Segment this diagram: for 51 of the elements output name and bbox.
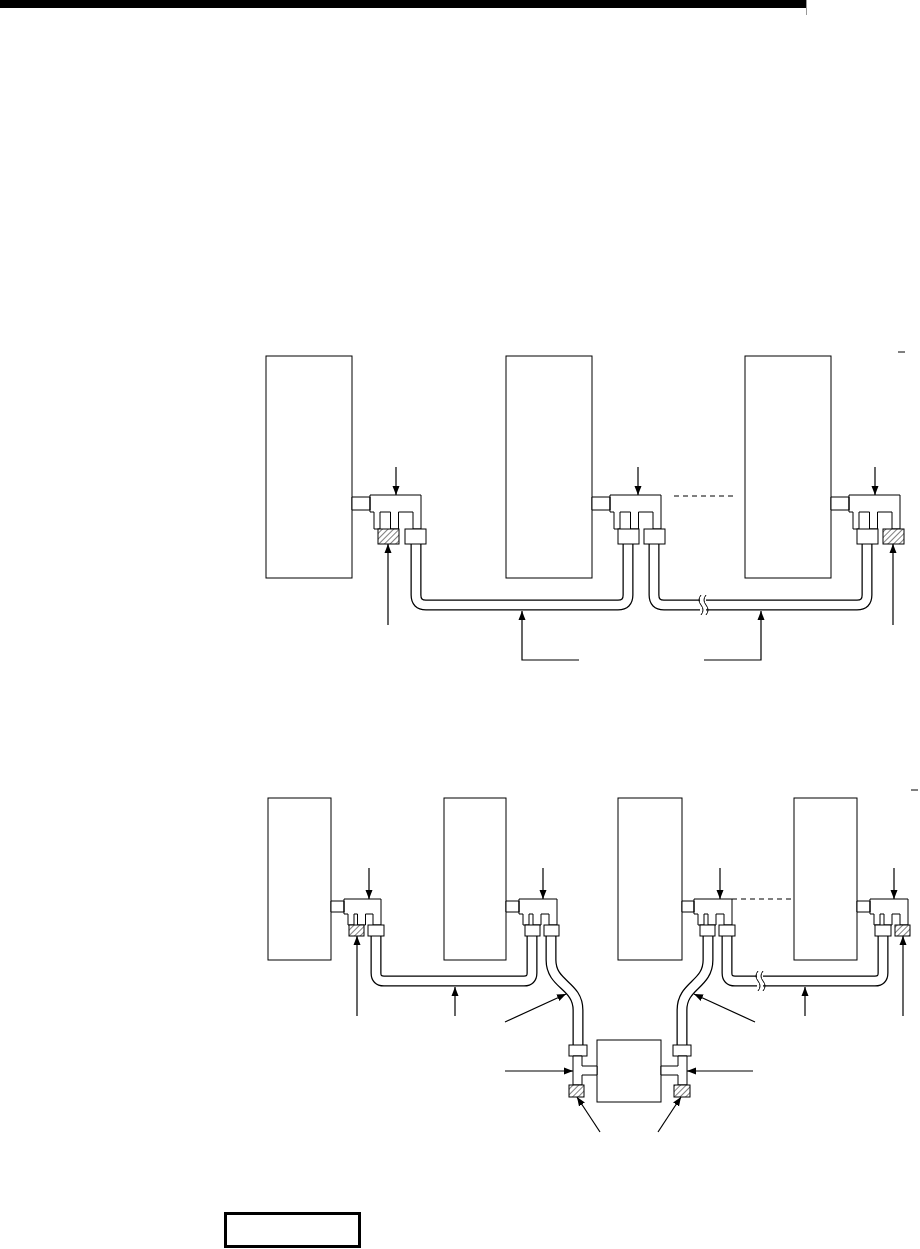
cable bbox=[672, 924, 716, 1057]
station-box bbox=[443, 797, 507, 961]
repeater-box bbox=[596, 1039, 662, 1103]
station-box bbox=[265, 355, 353, 579]
terminator bbox=[882, 528, 905, 545]
leader-arrow bbox=[518, 610, 580, 661]
leader-arrow bbox=[392, 466, 400, 496]
terminator bbox=[894, 924, 911, 937]
station-box bbox=[617, 797, 683, 961]
terminator bbox=[348, 924, 365, 937]
station-box bbox=[505, 355, 593, 579]
t-connector bbox=[330, 898, 382, 926]
leader-arrow bbox=[634, 466, 642, 496]
leader-arrow bbox=[871, 466, 879, 496]
leader-arrow bbox=[657, 1096, 682, 1133]
leader-arrow bbox=[539, 867, 547, 900]
leader-arrow bbox=[365, 867, 373, 900]
leader-arrow bbox=[451, 986, 459, 1017]
t-connector bbox=[856, 898, 909, 926]
cable bbox=[643, 528, 879, 616]
leader-arrow bbox=[703, 610, 765, 661]
cable bbox=[543, 924, 588, 1057]
leader-arrow bbox=[716, 867, 724, 900]
t-connector bbox=[660, 1055, 688, 1086]
terminator bbox=[377, 528, 400, 545]
cable bbox=[404, 528, 640, 611]
leader-arrow bbox=[504, 993, 567, 1023]
t-connector bbox=[681, 898, 733, 926]
terminator bbox=[568, 1084, 585, 1098]
station-box bbox=[744, 355, 832, 579]
leader-arrow bbox=[801, 986, 809, 1017]
t-connector bbox=[591, 494, 662, 530]
t-connector bbox=[505, 898, 558, 926]
leader-arrow bbox=[890, 867, 898, 900]
t-connector bbox=[351, 494, 422, 530]
station-box bbox=[793, 797, 858, 961]
leader-arrow bbox=[693, 993, 756, 1023]
t-connector bbox=[830, 494, 901, 530]
cable bbox=[718, 924, 892, 992]
cable bbox=[367, 924, 541, 987]
terminator bbox=[673, 1084, 691, 1098]
leader-arrow bbox=[353, 935, 361, 1017]
leader-arrow bbox=[686, 1067, 754, 1075]
leader-arrow bbox=[899, 935, 907, 1017]
leader-arrow bbox=[889, 543, 897, 626]
leader-arrow bbox=[576, 1096, 601, 1133]
leader-arrow bbox=[384, 543, 392, 626]
t-connector bbox=[572, 1055, 598, 1086]
leader-arrow bbox=[504, 1067, 574, 1075]
station-box bbox=[267, 797, 332, 961]
note-box bbox=[224, 1212, 361, 1248]
